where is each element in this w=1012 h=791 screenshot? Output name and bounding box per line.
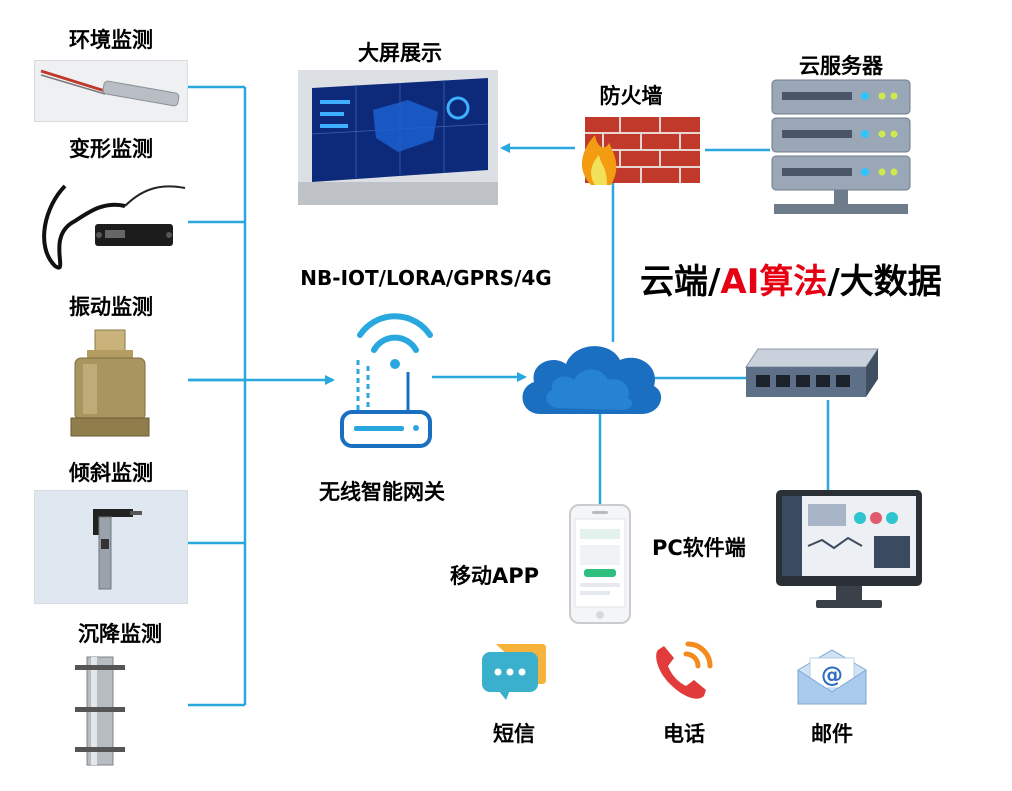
svg-text:@: @ xyxy=(821,663,843,688)
sensor-label-environment: 环境监测 xyxy=(69,28,153,52)
sensor-label-settlement: 沉降监测 xyxy=(78,622,162,646)
pc-client-label: PC软件端 xyxy=(652,536,746,560)
sensor-label-vibration: 振动监测 xyxy=(69,295,153,319)
tilt-sensor-icon xyxy=(34,490,188,604)
sensor-label-tilt: 倾斜监测 xyxy=(69,461,153,485)
network-switch-icon xyxy=(742,345,882,403)
wireless-gateway-icon xyxy=(338,300,433,450)
email-label: 邮件 xyxy=(811,722,853,746)
smartphone-icon xyxy=(569,504,631,624)
email-icon: @ xyxy=(796,648,868,706)
big-screen-label: 大屏展示 xyxy=(358,41,442,65)
temperature-probe-icon xyxy=(34,60,188,122)
vibration-sensor-icon xyxy=(34,325,188,442)
headline-part-ai: AI算法 xyxy=(720,262,828,302)
mobile-app-label: 移动APP xyxy=(450,564,540,588)
phone-label: 电话 xyxy=(663,722,705,746)
sms-label: 短信 xyxy=(493,722,535,746)
video-wall-icon xyxy=(298,70,498,205)
pc-monitor-icon xyxy=(776,490,922,610)
settlement-gauge-icon xyxy=(34,648,188,768)
phone-icon xyxy=(650,640,718,704)
deformation-sensor-icon xyxy=(34,165,188,279)
sms-icon xyxy=(480,640,548,702)
firewall-icon xyxy=(575,113,705,185)
firewall-label: 防火墙 xyxy=(599,84,663,108)
headline-part-bigdata: /大数据 xyxy=(827,262,942,302)
server-rack-icon xyxy=(770,78,912,218)
headline-part-cloud: 云端/ xyxy=(640,262,721,302)
sensor-label-deformation: 变形监测 xyxy=(69,137,153,161)
gateway-label: 无线智能网关 xyxy=(319,480,445,504)
cloud-icon xyxy=(518,338,664,418)
headline: 云端/AI算法/大数据 xyxy=(640,254,942,303)
protocols-label: NB-IOT/LORA/GPRS/4G xyxy=(300,266,552,290)
cloud-server-label: 云服务器 xyxy=(799,54,883,78)
